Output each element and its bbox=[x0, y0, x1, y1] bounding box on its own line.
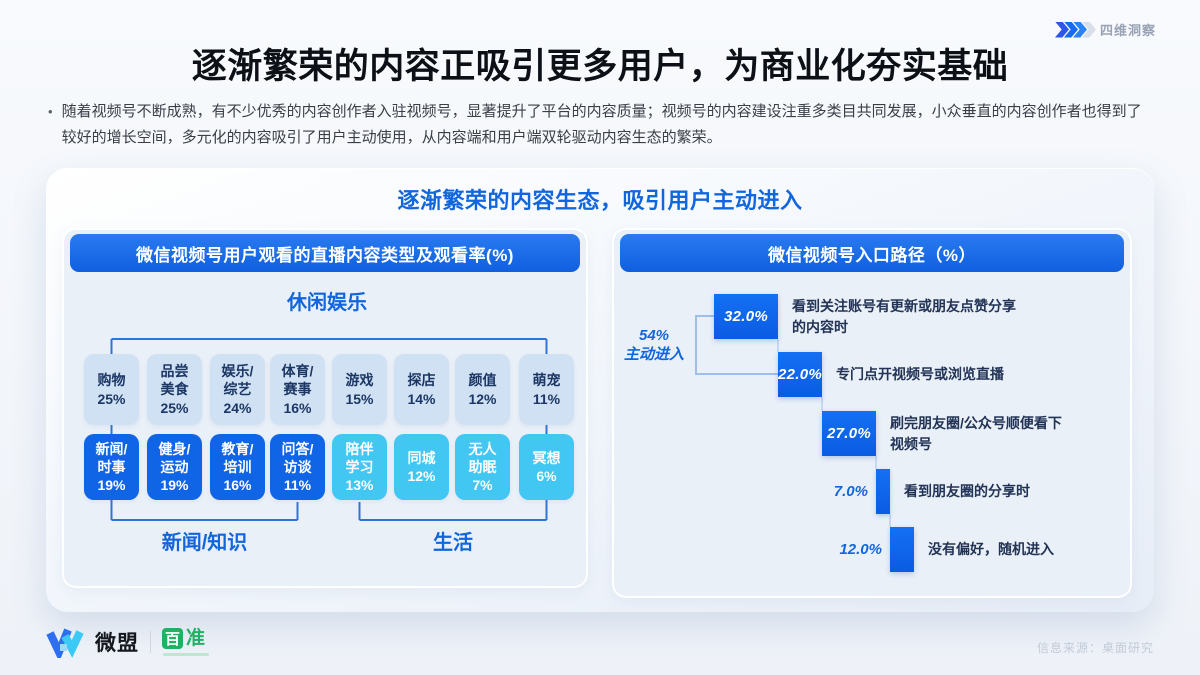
waterfall-bar-1: 22.0% bbox=[778, 352, 822, 397]
step-connector-line bbox=[889, 514, 891, 527]
waterfall-value-2: 27.0% bbox=[826, 425, 872, 442]
category-box-row0-col1: 品尝 美食 25% bbox=[147, 354, 202, 425]
waterfall-value-3: 7.0% bbox=[833, 483, 868, 500]
weimob-logo-text: 微盟 bbox=[95, 632, 139, 655]
waterfall-value-1: 22.0% bbox=[777, 366, 823, 383]
waterfall-bar-3 bbox=[876, 469, 890, 514]
category-box-row0-col2: 娱乐/ 综艺 24% bbox=[210, 354, 265, 425]
baizhun-logo: 百 准 bbox=[162, 627, 209, 657]
category-box-row1-col4: 陪伴 学习 13% bbox=[332, 434, 387, 500]
content-card: 逐渐繁荣的内容生态，吸引用户主动进入 微信视频号用户观看的直播内容类型及观看率(… bbox=[46, 168, 1154, 612]
chevron-right-icon bbox=[1063, 21, 1078, 38]
category-box-row1-col1: 健身/ 运动 19% bbox=[147, 434, 202, 500]
baizhun-logo-text: 准 bbox=[186, 627, 206, 649]
entry-path-waterfall-chart: 54% 主动进入 32.0% 看到关注账号有更新或朋友点赞分享 的内容时 22.0%… bbox=[614, 230, 1130, 596]
content-type-diagram: 休闲娱乐 新闻/知识 生活 购物 25%品尝 美食 25%娱乐/ 综艺 24%体… bbox=[64, 230, 586, 586]
category-box-row0-col7: 萌宠 11% bbox=[519, 354, 574, 425]
waterfall-value-0: 32.0% bbox=[723, 308, 769, 325]
source-note: 信息来源：桌面研究 bbox=[1036, 641, 1154, 655]
category-box-row1-col2: 教育/ 培训 16% bbox=[210, 434, 265, 500]
active-entry-annotation: 54% 主动进入 bbox=[623, 327, 684, 363]
weimob-logo-icon bbox=[46, 628, 84, 658]
waterfall-desc-1: 专门点开视频号或浏览直播 bbox=[836, 366, 1004, 382]
category-box-row0-col6: 颜值 12% bbox=[455, 354, 510, 425]
chevron-right-icon bbox=[1054, 21, 1069, 38]
panel-live-content-types: 微信视频号用户观看的直播内容类型及观看率(%) 休闲娱乐 新闻/知识 生活 购物… bbox=[62, 228, 588, 588]
step-connector-line bbox=[875, 456, 877, 469]
category-box-row1-col0: 新闻/ 时事 19% bbox=[84, 434, 139, 500]
bracket-lines bbox=[110, 338, 548, 521]
waterfall-value-4: 12.0% bbox=[839, 541, 882, 558]
baizhun-subtext-bar bbox=[163, 652, 209, 656]
chevron-right-icon bbox=[1072, 21, 1087, 38]
annotation-bracket-line bbox=[697, 373, 778, 375]
group-label-news-knowledge: 新闻/知识 bbox=[161, 532, 248, 554]
bullet-dot-icon: • bbox=[48, 104, 53, 119]
category-box-row0-col4: 游戏 15% bbox=[332, 354, 387, 425]
panel-entry-paths: 微信视频号入口路径（%） 54% 主动进入 32.0% 看到关注账号有更新或朋友点… bbox=[612, 228, 1132, 598]
chevrons-icon bbox=[1054, 21, 1096, 38]
annotation-bracket-line bbox=[697, 315, 714, 317]
category-box-row1-col3: 问答/ 访谈 11% bbox=[270, 434, 325, 500]
category-box-row0-col5: 探店 14% bbox=[394, 354, 449, 425]
category-box-row1-col7: 冥想 6% bbox=[519, 434, 574, 500]
left-panel-header: 微信视频号用户观看的直播内容类型及观看率(%) bbox=[70, 234, 580, 272]
brand-name: 四维洞察 bbox=[1099, 23, 1156, 38]
chevron-right-icon bbox=[1081, 21, 1096, 38]
waterfall-bar-0: 32.0% bbox=[714, 294, 778, 339]
footer-logos: 微盟 百 准 bbox=[46, 622, 209, 662]
right-panel-header: 微信视频号入口路径（%） bbox=[620, 234, 1124, 272]
step-connector-line bbox=[821, 397, 823, 411]
category-box-row0-col0: 购物 25% bbox=[84, 354, 139, 425]
card-title: 逐渐繁荣的内容生态，吸引用户主动进入 bbox=[397, 188, 803, 213]
waterfall-bar-2: 27.0% bbox=[822, 411, 876, 456]
brand-logo: 四维洞察 bbox=[1054, 20, 1156, 39]
step-connector-line bbox=[777, 339, 779, 352]
category-box-row0-col3: 体育/ 赛事 16% bbox=[270, 354, 325, 425]
intro-text: 随着视频号不断成熟，有不少优秀的内容创作者入驻视频号，显著提升了平台的内容质量；… bbox=[61, 103, 1142, 146]
waterfall-desc-2: 刷完朋友圈/公众号顺便看下 视频号 bbox=[890, 414, 1062, 452]
group-label-life: 生活 bbox=[433, 532, 473, 554]
waterfall-desc-3: 看到朋友圈的分享时 bbox=[904, 483, 1030, 499]
intro-bullet: • 随着视频号不断成熟，有不少优秀的内容创作者入驻视频号，显著提升了平台的内容质… bbox=[48, 99, 1156, 151]
annotation-bracket-line bbox=[695, 315, 697, 375]
group-label-leisure: 休闲娱乐 bbox=[287, 292, 367, 314]
waterfall-desc-4: 没有偏好，随机进入 bbox=[928, 541, 1054, 557]
category-box-row1-col5: 同城 12% bbox=[394, 434, 449, 500]
baizhun-badge: 百 bbox=[162, 627, 183, 649]
waterfall-bar-4 bbox=[890, 527, 914, 572]
category-box-row1-col6: 无人 助眠 7% bbox=[455, 434, 510, 500]
waterfall-desc-0: 看到关注账号有更新或朋友点赞分享 的内容时 bbox=[792, 297, 1016, 335]
page-title: 逐渐繁荣的内容正吸引更多用户，为商业化夯实基础 bbox=[191, 47, 1009, 86]
logo-divider bbox=[150, 631, 151, 653]
